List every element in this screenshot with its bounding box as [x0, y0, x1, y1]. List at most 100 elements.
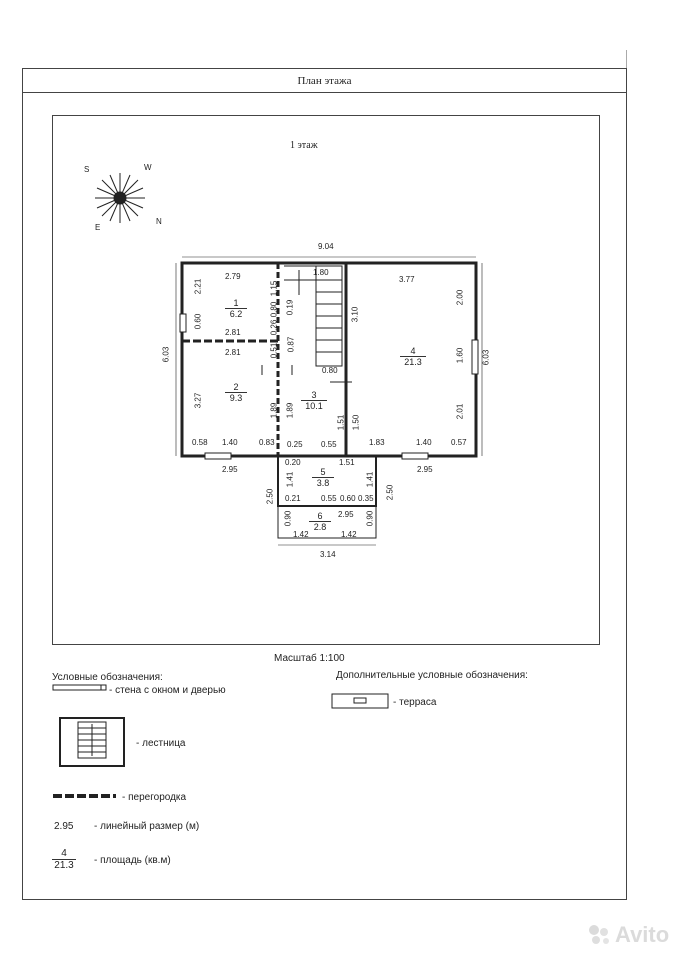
dim-overall-right: 6.03 — [481, 349, 491, 366]
dim-r5-top-a: 0.20 — [285, 458, 301, 467]
legend-area-example: 4 21.3 — [52, 848, 76, 871]
dim-r3-left-b: 1.89 — [285, 402, 295, 419]
dim-r4-bottom-c: 0.57 — [451, 438, 467, 447]
dim-r4-bottom-a: 1.83 — [369, 438, 385, 447]
plan-frame — [52, 115, 600, 645]
page-frame — [22, 68, 627, 900]
floor-label: 1 этаж — [290, 140, 318, 151]
dim-stair-top: 1.80 — [313, 268, 329, 277]
dim-r1-window: 0.60 — [193, 313, 203, 330]
dim-r4-right-b: 1.60 — [455, 347, 465, 364]
compass-letter-n: N — [156, 217, 162, 226]
dim-r4-bottom-b: 1.40 — [416, 438, 432, 447]
dim-r6-bottom-a: 1.42 — [293, 530, 309, 539]
legend-linear-example: 2.95 — [54, 821, 74, 832]
dim-r1-bottom: 2.81 — [225, 328, 241, 337]
dim-r1-top: 2.79 — [225, 272, 241, 281]
dim-side-right: 2.50 — [385, 484, 395, 501]
dim-r3-bottom-b: 0.55 — [321, 440, 337, 449]
dim-r3-bottom-a: 0.25 — [287, 440, 303, 449]
avito-logo-icon — [589, 925, 609, 944]
room-6-label: 6 2.8 — [309, 511, 331, 532]
dim-r6-left: 0.90 — [283, 510, 293, 527]
dim-out-right: 2.95 — [417, 465, 433, 474]
dim-stair-e: 0.51 — [269, 342, 279, 359]
compass-letter-s: S — [84, 165, 90, 174]
legend-area-label: - площадь (кв.м) — [94, 855, 171, 866]
dim-overall-left: 6.03 — [161, 346, 171, 363]
dim-r4-right-c: 2.01 — [455, 403, 465, 420]
dim-r6-top: 2.95 — [338, 510, 354, 519]
dim-out-left: 2.95 — [222, 465, 238, 474]
dim-r5-bottom-b: 0.55 — [321, 494, 337, 503]
room-area: 6.2 — [225, 308, 247, 319]
room-3-label: 3 10.1 — [301, 390, 327, 411]
room-area: 9.3 — [225, 392, 247, 403]
dim-r3-left: 1.89 — [269, 402, 279, 419]
dim-r6-right: 0.90 — [365, 510, 375, 527]
room-area: 10.1 — [301, 400, 327, 411]
dim-r3-right-b: 1.50 — [351, 414, 361, 431]
room-4-label: 4 21.3 — [400, 346, 426, 367]
legend-extra-title: Дополнительные условные обозначения: — [336, 670, 528, 681]
margin-line — [626, 50, 627, 68]
stairs-symbol-icon — [59, 717, 125, 767]
legend-stairs-label: - лестница — [136, 738, 186, 749]
wall-symbol-icon — [52, 684, 107, 691]
avito-watermark: Avito — [588, 922, 669, 948]
avito-text: Avito — [615, 922, 670, 947]
dim-r5-right: 1.41 — [365, 471, 375, 488]
legend-partition-label: - перегородка — [122, 792, 187, 803]
page-title: План этажа — [297, 75, 352, 87]
room-number: 3 — [311, 390, 317, 400]
legend-title: Условные обозначения: — [52, 672, 163, 683]
legend-linear-label: - линейный размер (м) — [94, 821, 200, 832]
legend-area-num: 4 — [61, 848, 67, 859]
header-divider — [22, 92, 627, 93]
compass-letter-w: W — [144, 163, 152, 172]
room-area: 21.3 — [400, 356, 426, 367]
room-5-label: 5 3.8 — [312, 467, 334, 488]
compass-rose-icon — [95, 173, 145, 223]
dim-overall-bottom: 3.14 — [320, 550, 336, 559]
legend-wall-label: - стена с окном и дверью — [109, 685, 226, 696]
dim-r2-bottom-a: 0.58 — [192, 438, 208, 447]
dim-r4-top: 3.77 — [399, 275, 415, 284]
dim-r1-left: 2.21 — [193, 278, 203, 295]
room-area: 3.8 — [312, 477, 334, 488]
dim-overall-top: 9.04 — [318, 242, 334, 251]
dim-r5-bottom-d: 0.35 — [358, 494, 374, 503]
dim-r6-bottom-b: 1.42 — [341, 530, 357, 539]
dim-r3-right: 1.51 — [336, 414, 346, 431]
room-area: 2.8 — [309, 521, 331, 532]
compass-letter-e: E — [95, 223, 101, 232]
dim-stair-c: 0.19 — [285, 299, 295, 316]
dim-stair-d: 0.26 — [269, 319, 279, 336]
dim-stair-g: 3.10 — [350, 306, 360, 323]
room-number: 1 — [233, 298, 239, 308]
scale-label: Масштаб 1:100 — [274, 653, 345, 664]
dim-r5-bottom-c: 0.60 — [340, 494, 356, 503]
room-number: 4 — [410, 346, 416, 356]
dim-stair-h: 0.80 — [322, 366, 338, 375]
legend-terrace-label: - терраса — [393, 697, 437, 708]
dim-r2-bottom-b: 1.40 — [222, 438, 238, 447]
dim-r5-bottom-a: 0.21 — [285, 494, 301, 503]
room-1-label: 1 6.2 — [225, 298, 247, 319]
room-2-label: 2 9.3 — [225, 382, 247, 403]
dim-r5-top-b: 1.51 — [339, 458, 355, 467]
dim-r2-left: 3.27 — [193, 392, 203, 409]
terrace-symbol-icon — [331, 693, 389, 709]
room-number: 5 — [320, 467, 326, 477]
partition-symbol-icon — [53, 794, 116, 798]
room-number: 2 — [233, 382, 239, 392]
dim-side-left: 2.50 — [265, 488, 275, 505]
dim-r5-left: 1.41 — [285, 471, 295, 488]
dim-r4-right-a: 2.00 — [455, 289, 465, 306]
dim-r2-bottom-c: 0.83 — [259, 438, 275, 447]
legend-area-val: 21.3 — [52, 859, 76, 871]
dim-r2-top: 2.81 — [225, 348, 241, 357]
dim-stair-a: 1.15 — [269, 280, 279, 297]
room-number: 6 — [317, 511, 323, 521]
